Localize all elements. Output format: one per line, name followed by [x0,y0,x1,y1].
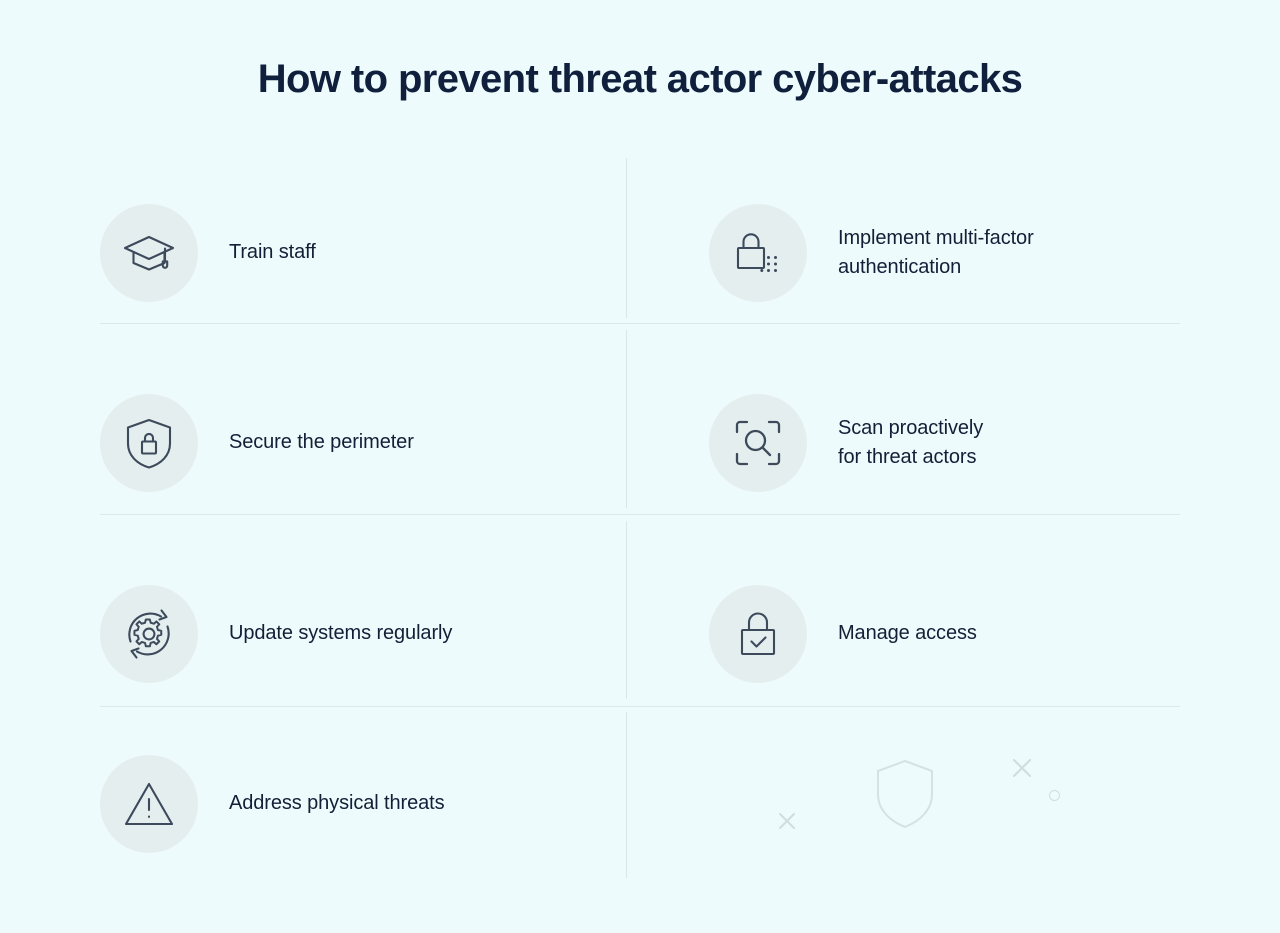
icon-badge [100,755,198,853]
prevention-tips-grid: Train staff [100,158,1180,878]
warning-triangle-icon [120,775,178,833]
decorative-x-mark-icon [1010,756,1034,780]
column-divider [626,330,627,508]
page-title: How to prevent threat actor cyber-attack… [257,57,1023,101]
tip-label: Train staff [229,241,316,264]
shield-lock-icon [120,414,178,472]
tip-item-physical-threats: Address physical threats [100,709,627,899]
scan-search-icon [729,414,787,472]
column-divider [626,521,627,699]
decorative-shield-icon [874,758,936,830]
tip-item-train-staff: Train staff [100,158,627,348]
lock-check-icon [729,605,787,663]
icon-badge [709,204,807,302]
tip-label: Secure the perimeter [229,431,414,454]
icon-badge [709,394,807,492]
tip-label: Scan proactively for threat actors [838,416,984,468]
gear-refresh-icon [120,605,178,663]
graduation-cap-icon [120,224,178,282]
column-divider [626,158,627,318]
tip-label: Implement multi-factor authentication [838,226,1034,278]
column-divider [626,712,627,878]
row-divider [100,706,1180,707]
row-divider [100,323,1180,324]
tip-label: Update systems regularly [229,622,453,645]
lock-keypad-icon [729,224,787,282]
icon-badge [100,204,198,302]
icon-badge [100,394,198,492]
tip-item-update-systems: Update systems regularly [100,539,627,729]
tip-item-manage-access: Manage access [637,539,1164,729]
decorative-x-mark-icon [776,810,798,832]
decorative-small-circle-icon [1049,790,1060,801]
tip-item-scan-proactively: Scan proactively for threat actors [637,348,1164,538]
row-divider [100,514,1180,515]
tip-item-multi-factor-auth: Implement multi-factor authentication [637,158,1164,348]
icon-badge [709,585,807,683]
icon-badge [100,585,198,683]
tip-item-secure-perimeter: Secure the perimeter [100,348,627,538]
tip-label: Address physical threats [229,792,445,815]
tip-label: Manage access [838,622,977,645]
